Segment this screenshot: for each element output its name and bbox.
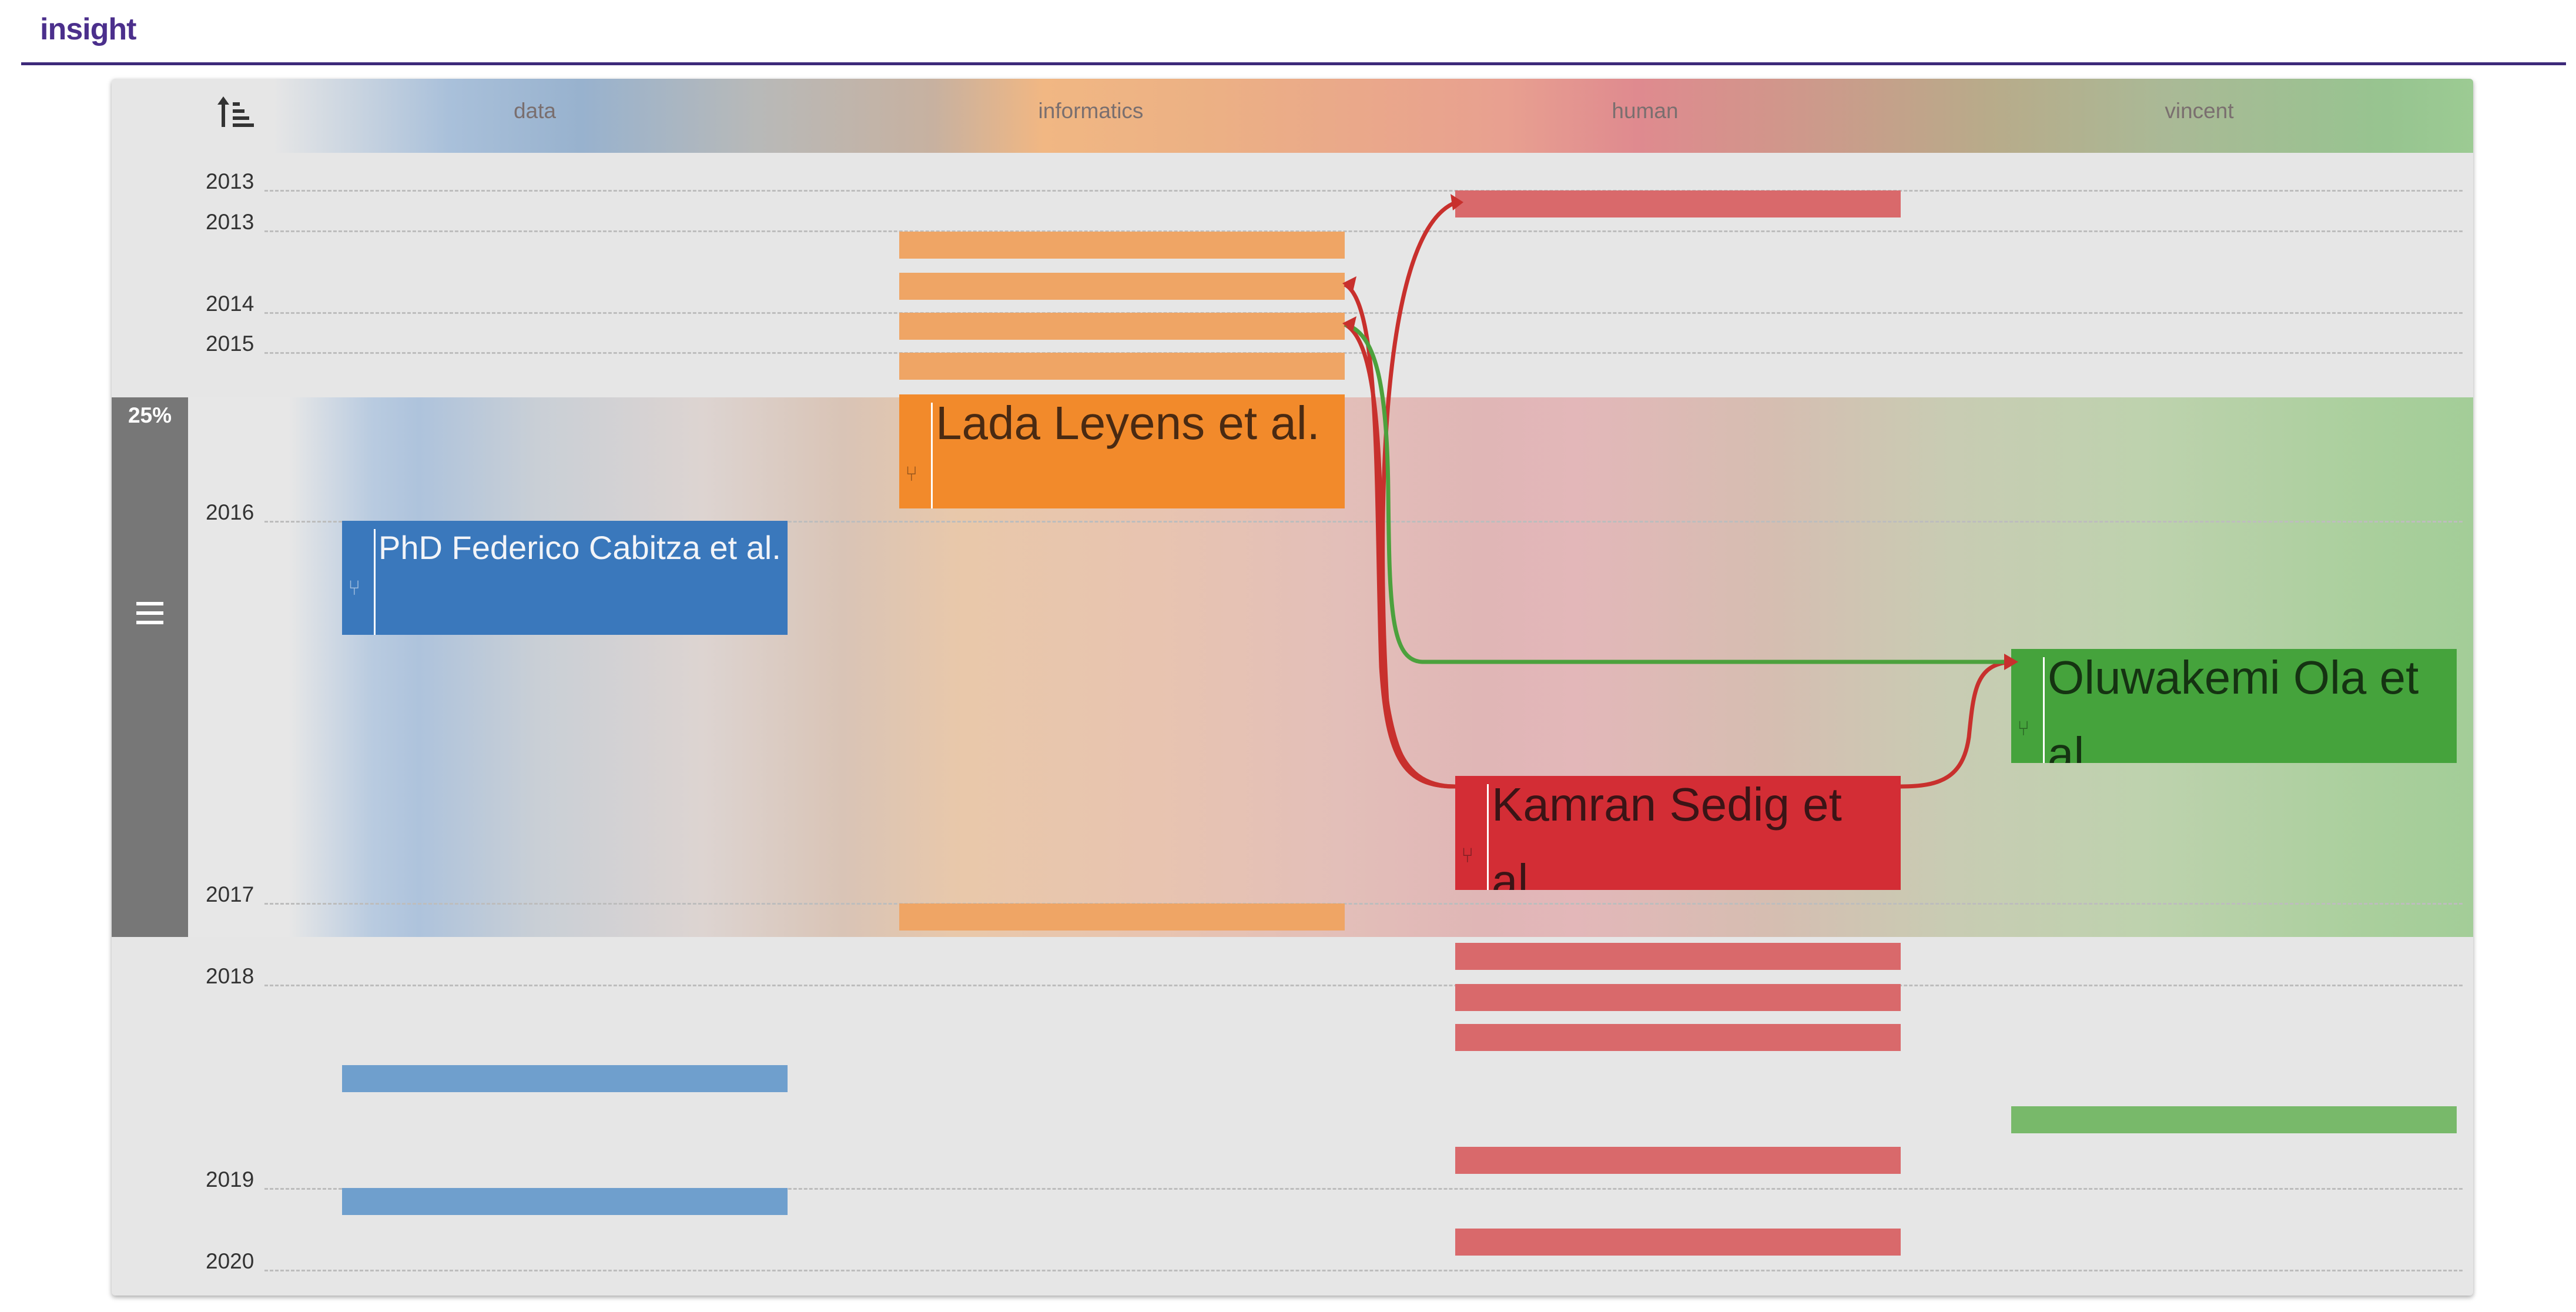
- publication-bar-data[interactable]: [342, 1065, 788, 1092]
- publication-bar-human[interactable]: [1455, 984, 1901, 1011]
- card-drag-handle[interactable]: ⑂: [342, 521, 376, 635]
- publication-bar-informatics[interactable]: [899, 313, 1345, 340]
- column-header-band: [273, 79, 2473, 153]
- year-label: 2013: [206, 210, 254, 234]
- citation-links: [1342, 194, 2018, 789]
- zoom-sidebar[interactable]: [112, 397, 188, 937]
- year-gridline: [264, 1270, 2463, 1271]
- year-gridline: [264, 1188, 2463, 1190]
- year-gridline: [264, 521, 2463, 523]
- publication-bar-human[interactable]: [1455, 190, 1901, 217]
- publication-bar-data[interactable]: [342, 1188, 788, 1215]
- card-author: Lada Leyens et al.: [936, 397, 1320, 449]
- card-author: Oluwakemi Ola et al.: [2048, 651, 2419, 763]
- year-label: 2014: [206, 292, 254, 316]
- publication-card[interactable]: ⑂ Lada Leyens et al.: [899, 394, 1345, 508]
- citation-link: [1344, 322, 2011, 664]
- sort-ascending-icon[interactable]: [213, 91, 257, 135]
- year-label: 2020: [206, 1249, 254, 1273]
- publication-bar-human[interactable]: [1455, 1229, 1901, 1256]
- publication-bar-informatics[interactable]: [899, 353, 1345, 380]
- year-gridline: [264, 190, 2463, 192]
- citation-tree-icon[interactable]: ⑂: [905, 461, 918, 486]
- card-drag-handle[interactable]: ⑂: [2011, 649, 2045, 763]
- publication-card[interactable]: ⑂ Oluwakemi Ola et al.: [2011, 649, 2457, 763]
- card-drag-handle[interactable]: ⑂: [1455, 776, 1489, 890]
- link-arrowhead: [1342, 316, 1356, 332]
- publication-card[interactable]: ⑂ PhD Federico Cabitza et al.: [342, 521, 788, 635]
- publication-bar-human[interactable]: [1455, 943, 1901, 970]
- citation-link: [1344, 322, 1456, 789]
- timeline-panel: data informatics human vincent 25% 2013 …: [112, 79, 2473, 1296]
- citation-link: [1900, 660, 2012, 789]
- publication-bar-human[interactable]: [1455, 1024, 1901, 1051]
- publication-bar-informatics[interactable]: [899, 903, 1345, 931]
- card-author: Kamran Sedig et al.: [1492, 778, 1842, 890]
- link-arrowhead: [1451, 194, 1463, 210]
- citation-link: [1344, 282, 1456, 789]
- year-label: 2017: [206, 882, 254, 906]
- menu-icon[interactable]: [136, 602, 163, 625]
- year-gridline: [264, 985, 2463, 986]
- column-title-informatics[interactable]: informatics: [1038, 99, 1144, 123]
- app-logo[interactable]: insight: [40, 12, 136, 46]
- year-label: 2019: [206, 1167, 254, 1191]
- column-title-vincent[interactable]: vincent: [2165, 99, 2234, 123]
- citation-tree-icon[interactable]: ⑂: [348, 575, 361, 600]
- column-title-human[interactable]: human: [1612, 99, 1679, 123]
- citation-link: [1381, 200, 1458, 789]
- header: insight: [0, 0, 2576, 66]
- column-title-data[interactable]: data: [513, 99, 556, 123]
- link-arrowhead: [2004, 654, 2018, 670]
- card-author: PhD Federico Cabitza et al.: [378, 529, 781, 566]
- zoom-level: 25%: [128, 403, 172, 427]
- publication-card[interactable]: ⑂ Kamran Sedig et al.: [1455, 776, 1901, 890]
- publication-bar-informatics[interactable]: [899, 273, 1345, 300]
- link-arrowhead: [1342, 276, 1356, 292]
- year-label: 2013: [206, 169, 254, 193]
- year-label: 2016: [206, 500, 254, 524]
- header-divider: [21, 62, 2566, 65]
- publication-bar-vincent[interactable]: [2011, 1106, 2457, 1133]
- citation-tree-icon[interactable]: ⑂: [1461, 843, 1474, 867]
- publication-bar-informatics[interactable]: [899, 232, 1345, 259]
- year-label: 2018: [206, 964, 254, 988]
- year-gridline: [264, 903, 2463, 905]
- citation-tree-icon[interactable]: ⑂: [2017, 716, 2030, 740]
- publication-bar-human[interactable]: [1455, 1147, 1901, 1174]
- year-label: 2015: [206, 332, 254, 356]
- card-drag-handle[interactable]: ⑂: [899, 394, 933, 508]
- year-gridline: [264, 230, 2463, 232]
